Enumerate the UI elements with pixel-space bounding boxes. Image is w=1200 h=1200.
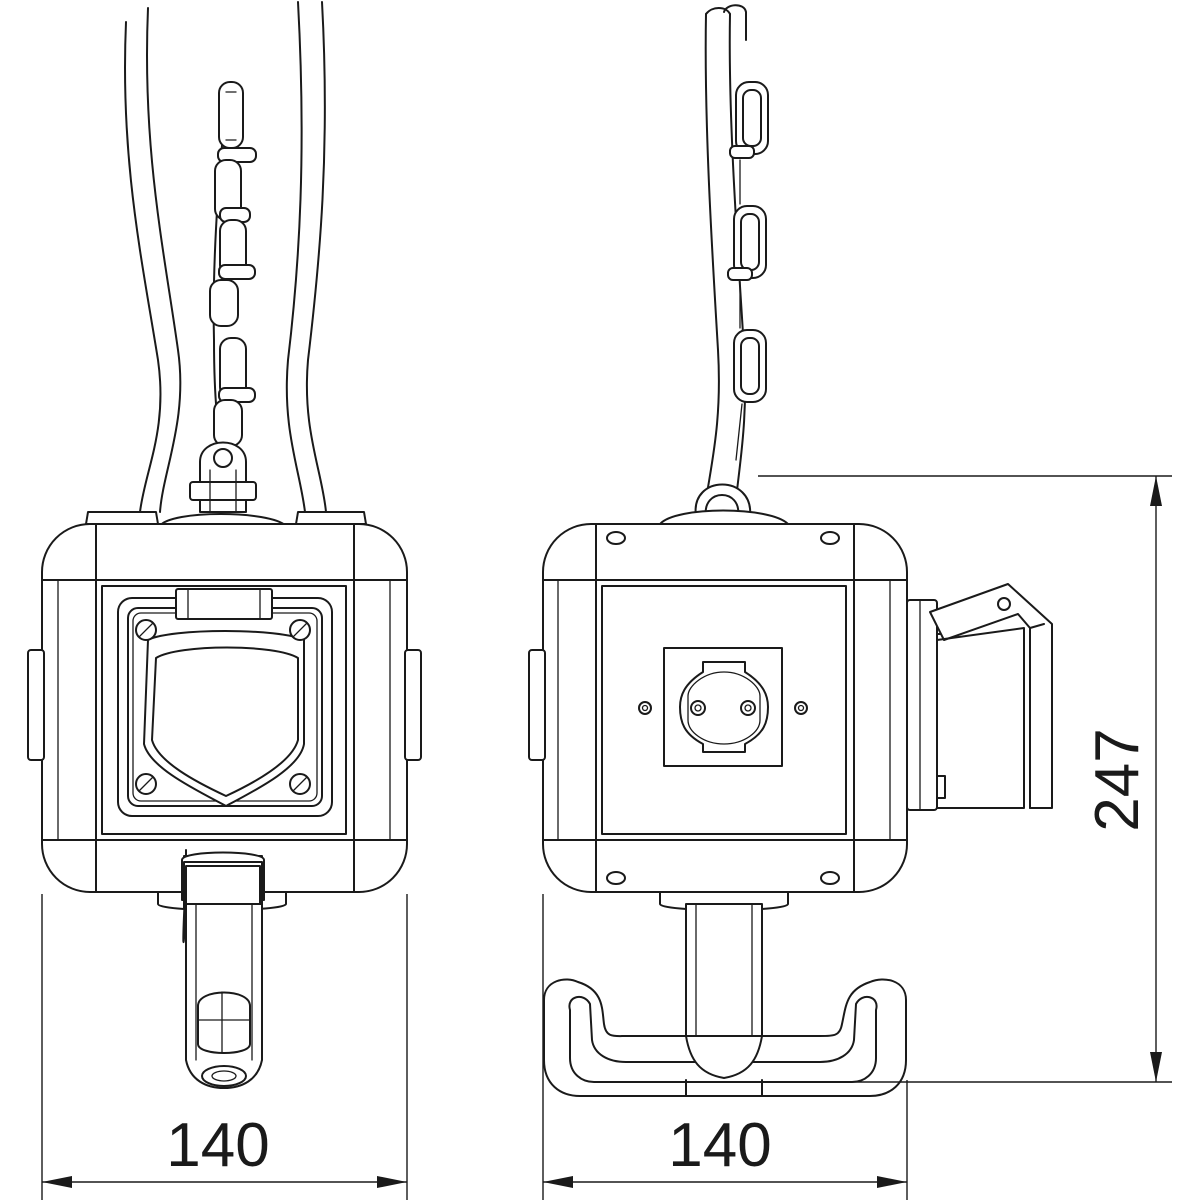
side-cable xyxy=(704,4,747,501)
side-hook xyxy=(543,891,907,1097)
front-width-label: 140 xyxy=(166,1111,269,1180)
side-chain xyxy=(694,81,769,517)
front-socket xyxy=(117,588,333,817)
side-socket xyxy=(638,647,808,767)
front-view: 140 xyxy=(27,1,422,1200)
front-hook-stem xyxy=(185,903,263,1089)
side-width-label: 140 xyxy=(668,1111,771,1180)
height-label: 247 xyxy=(1083,728,1152,831)
side-width-dimension: 140 xyxy=(542,894,908,1200)
side-cee-profile xyxy=(906,583,1053,811)
side-view: 140 247 xyxy=(528,4,1172,1200)
front-chain xyxy=(189,81,257,513)
front-width-dimension: 140 xyxy=(41,894,408,1200)
height-dimension: 247 xyxy=(758,475,1172,1083)
front-cables xyxy=(123,1,327,513)
